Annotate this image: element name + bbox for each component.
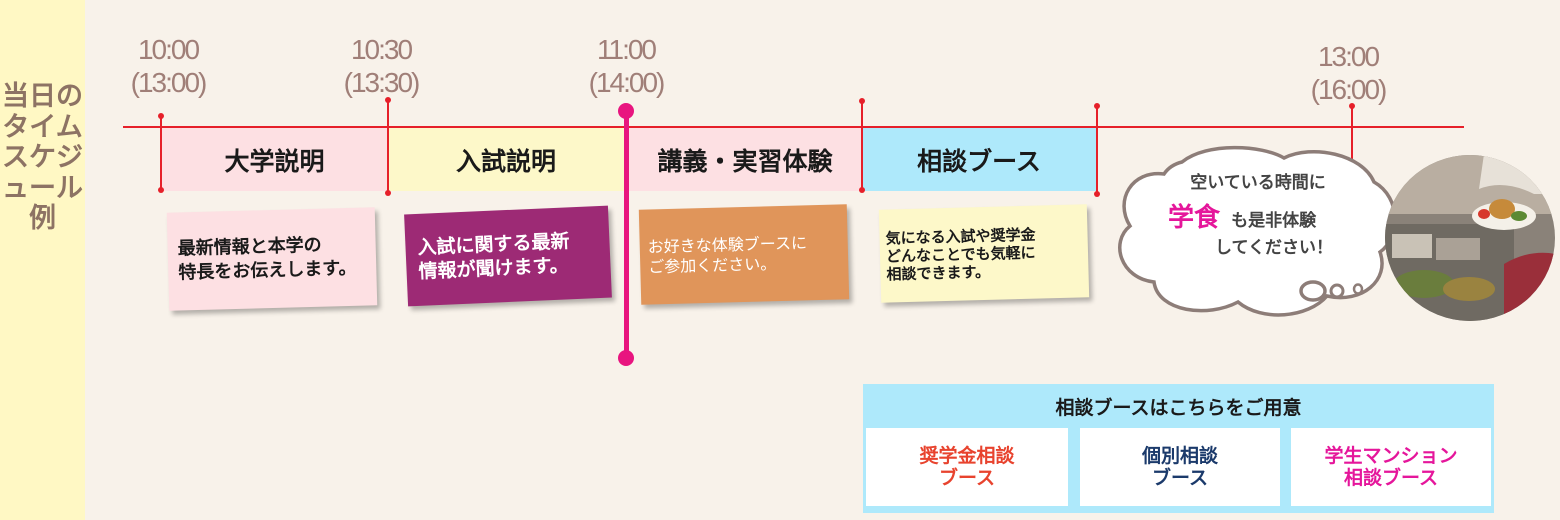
tick-dot xyxy=(1093,103,1100,109)
tick-dot xyxy=(1093,191,1100,197)
bubble-line-1: 空いている時間に xyxy=(1190,173,1326,193)
time-main: 13:00 xyxy=(1317,41,1380,72)
cafeteria-photo xyxy=(1385,155,1555,321)
timeline-tick xyxy=(160,115,162,191)
time-sub: (16:00) xyxy=(1310,74,1388,105)
timeline-tick xyxy=(1096,105,1098,195)
booth-scholarship: 奨学金相談 ブース xyxy=(866,428,1068,506)
card-consultation-booth: 気になる入試や奨学金 どんなことでも気軽に 相談できます。 xyxy=(878,204,1090,303)
card-university-briefing: 最新情報と本学の 特長をお伝えします。 xyxy=(166,207,378,311)
timeline-tick xyxy=(1351,105,1353,199)
current-time-line xyxy=(624,110,629,360)
time-sub: (14:00) xyxy=(588,67,666,98)
time-main: 10:30 xyxy=(350,34,413,65)
current-time-dot-bottom xyxy=(618,350,634,366)
card-exam-briefing: 入試に関する最新 情報が聞けます。 xyxy=(404,205,612,307)
time-main: 10:00 xyxy=(137,34,200,65)
booth-individual: 個別相談 ブース xyxy=(1080,428,1280,506)
tick-dot xyxy=(858,187,865,193)
time-label-1300: 13:00 (16:00) xyxy=(1298,40,1398,106)
sidebar xyxy=(0,0,85,520)
timeline-tick xyxy=(861,100,863,191)
time-sub: (13:00) xyxy=(130,67,208,98)
time-sub: (13:30) xyxy=(343,67,421,98)
time-label-1000: 10:00 (13:00) xyxy=(118,33,218,99)
time-label-1030: 10:30 (13:30) xyxy=(331,33,431,99)
tick-dot xyxy=(1348,103,1355,109)
tick-dot xyxy=(157,113,164,119)
current-time-dot-top xyxy=(618,103,634,119)
phase-university-briefing: 大学説明 xyxy=(161,128,388,191)
phase-lecture-experience: 講義・実習体験 xyxy=(628,128,862,191)
phase-exam-briefing: 入試説明 xyxy=(388,128,624,191)
tick-dot xyxy=(384,190,391,196)
time-main: 11:00 xyxy=(597,34,657,65)
bubble-line-3: してください！ xyxy=(1215,238,1333,258)
timeline-tick xyxy=(387,99,389,194)
tick-dot xyxy=(384,97,391,103)
sidebar-title: 当日のタイムスケジュール例 xyxy=(2,81,83,234)
time-label-1100: 11:00 (14:00) xyxy=(576,33,676,99)
timeline-axis xyxy=(123,126,1464,128)
booth-panel-title: 相談ブースはこちらをご用意 xyxy=(1055,397,1302,419)
bubble-line-2: 学食 も是非体験 xyxy=(1168,197,1348,234)
thought-bubble xyxy=(1118,145,1397,317)
booth-student-mansion: 学生マンション 相談ブース xyxy=(1291,428,1491,506)
bubble-line-2-text: も是非体験 xyxy=(1231,211,1317,231)
tick-dot xyxy=(157,187,164,193)
phase-consultation-booth: 相談ブース xyxy=(862,128,1096,191)
tick-dot xyxy=(858,98,865,104)
card-lecture-experience: お好きな体験ブースに ご参加ください。 xyxy=(638,204,850,305)
bubble-highlight: 学食 xyxy=(1168,203,1221,233)
